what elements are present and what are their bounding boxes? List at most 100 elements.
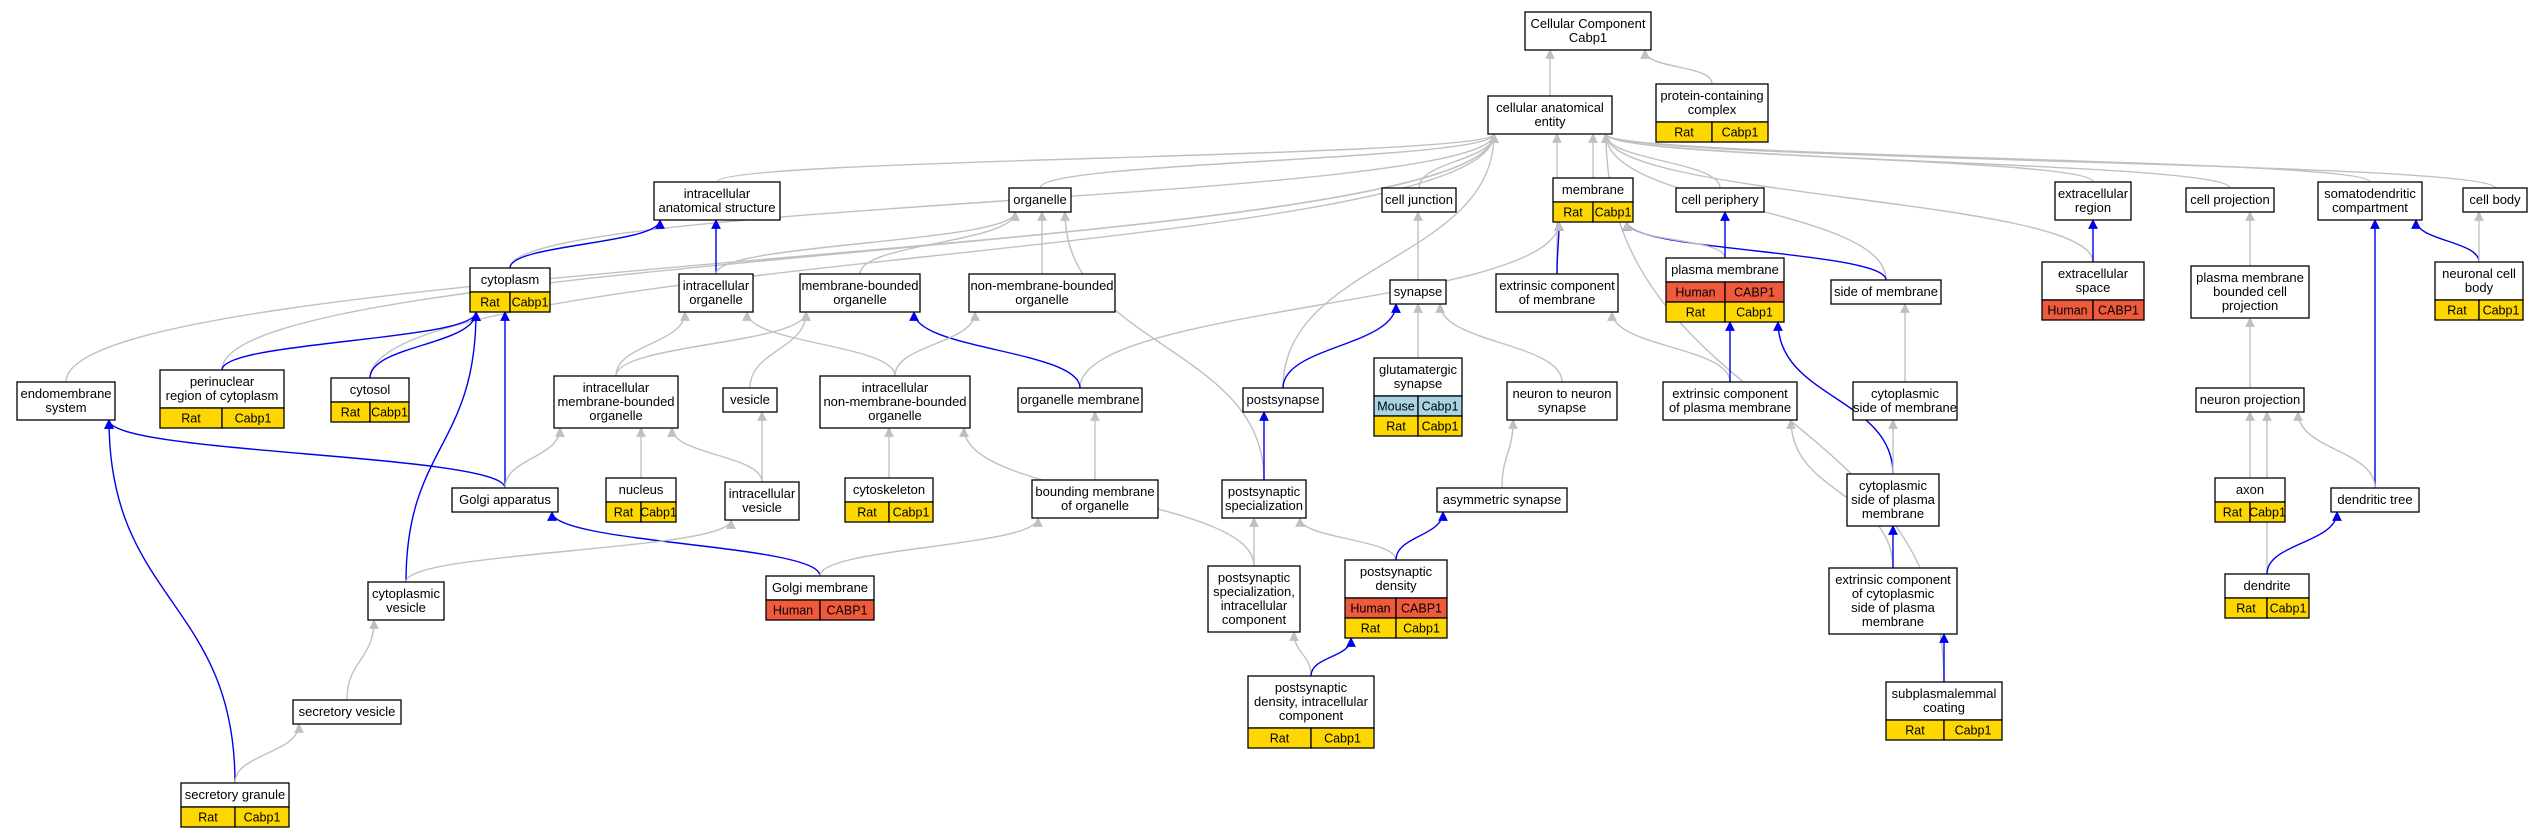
node-box — [2317, 181, 2423, 221]
gene-badge-cell — [1711, 121, 1769, 143]
node-box — [1552, 177, 1634, 203]
gene-badge-cell — [1395, 617, 1448, 639]
node-label: density, intracellular — [1254, 694, 1369, 709]
gene-badge-cell — [1310, 727, 1375, 749]
species-badge-label: Rat — [614, 506, 634, 520]
gene-badge-cell — [509, 291, 551, 313]
node-label: postsynapse — [1247, 392, 1320, 407]
go-term-node: postsynapse — [1242, 387, 1324, 413]
gene-badge-cell — [221, 407, 285, 429]
edge — [1289, 631, 1312, 677]
go-term-node: cell body — [2462, 187, 2528, 213]
node-label: cytoplasmic — [372, 586, 440, 601]
node-box — [722, 387, 778, 413]
node-box — [1655, 83, 1769, 123]
gene-badge-label: Cabp1 — [1403, 622, 1440, 636]
go-term-node: synapse — [1389, 279, 1447, 305]
node-box — [2054, 181, 2132, 221]
go-term-node: cell projection — [2185, 187, 2275, 213]
node-label: compartment — [2332, 200, 2408, 215]
node-box — [819, 375, 971, 429]
node-label: of membrane — [1519, 292, 1596, 307]
node-box — [1247, 675, 1375, 729]
node-box — [1373, 357, 1463, 397]
node-label: cell periphery — [1681, 192, 1759, 207]
node-label: perinuclear — [190, 374, 255, 389]
node-label: Cellular Component — [1531, 16, 1646, 31]
node-label: complex — [1688, 102, 1737, 117]
highlighted-edge — [2266, 511, 2342, 575]
species-badge-label: Rat — [2236, 602, 2256, 616]
node-label: Golgi membrane — [772, 580, 868, 595]
edge — [369, 133, 1499, 379]
node-label: region of cytoplasm — [166, 388, 279, 403]
node-label: cytoplasmic — [1871, 386, 1939, 401]
node-box — [1665, 257, 1785, 283]
node-label: extrinsic component — [1835, 572, 1951, 587]
highlighted-edge — [2411, 219, 2480, 263]
gene-badge-label: Cabp1 — [2249, 506, 2286, 520]
edges-layer — [65, 49, 2496, 784]
node-label: cytoplasm — [481, 272, 540, 287]
node-label: dendritic tree — [2337, 492, 2412, 507]
node-label: postsynaptic — [1228, 484, 1301, 499]
gene-badge-cell — [819, 599, 875, 621]
node-label: component — [1279, 708, 1344, 723]
gene-badge-label: Cabp1 — [512, 296, 549, 310]
go-term-node: intracellularnon-membrane-boundedorganel… — [819, 375, 971, 429]
node-box — [1852, 381, 1958, 421]
node-box — [1885, 681, 2003, 721]
gene-badge-cell — [369, 401, 410, 423]
node-box — [1436, 487, 1568, 513]
node-label: organelle — [833, 292, 887, 307]
node-box — [16, 381, 116, 421]
edge — [1435, 303, 1563, 383]
species-badge-label: Rat — [1905, 724, 1925, 738]
edge — [716, 133, 1499, 183]
node-label: membrane — [1862, 506, 1924, 521]
node-label: plasma membrane — [1671, 262, 1779, 277]
edge — [221, 133, 1499, 371]
node-label: region — [2075, 200, 2111, 215]
node-box — [1031, 479, 1159, 519]
node-box — [1506, 381, 1618, 421]
node-label: cell projection — [2190, 192, 2270, 207]
go-term-node: neuron projection — [2195, 387, 2305, 413]
edge — [1640, 49, 1713, 85]
highlighted-edge — [509, 219, 665, 269]
highlighted-edge — [547, 511, 821, 577]
gene-badge-label: Cabp1 — [1324, 732, 1361, 746]
node-box — [451, 487, 559, 513]
species-badge-label: Rat — [1270, 732, 1290, 746]
gene-badge-label: CABP1 — [827, 604, 868, 618]
node-label: somatodendritic — [2324, 186, 2416, 201]
node-label: component — [1222, 612, 1287, 627]
node-label: axon — [2236, 482, 2264, 497]
node-label: secretory vesicle — [299, 704, 396, 719]
gene-badge-label: Cabp1 — [1722, 126, 1759, 140]
edge — [1601, 133, 2496, 189]
node-label: synapse — [1394, 284, 1442, 299]
node-box — [1381, 187, 1457, 213]
node-label: membrane-bounded — [801, 278, 918, 293]
edge — [234, 723, 304, 784]
node-box — [159, 369, 285, 409]
node-label: extracellular — [2058, 266, 2129, 281]
edge — [504, 427, 565, 489]
species-badge-label: Rat — [2223, 506, 2243, 520]
edge — [2293, 411, 2376, 489]
node-label: bounding membrane — [1035, 484, 1154, 499]
gene-badge-cell — [2266, 597, 2310, 619]
